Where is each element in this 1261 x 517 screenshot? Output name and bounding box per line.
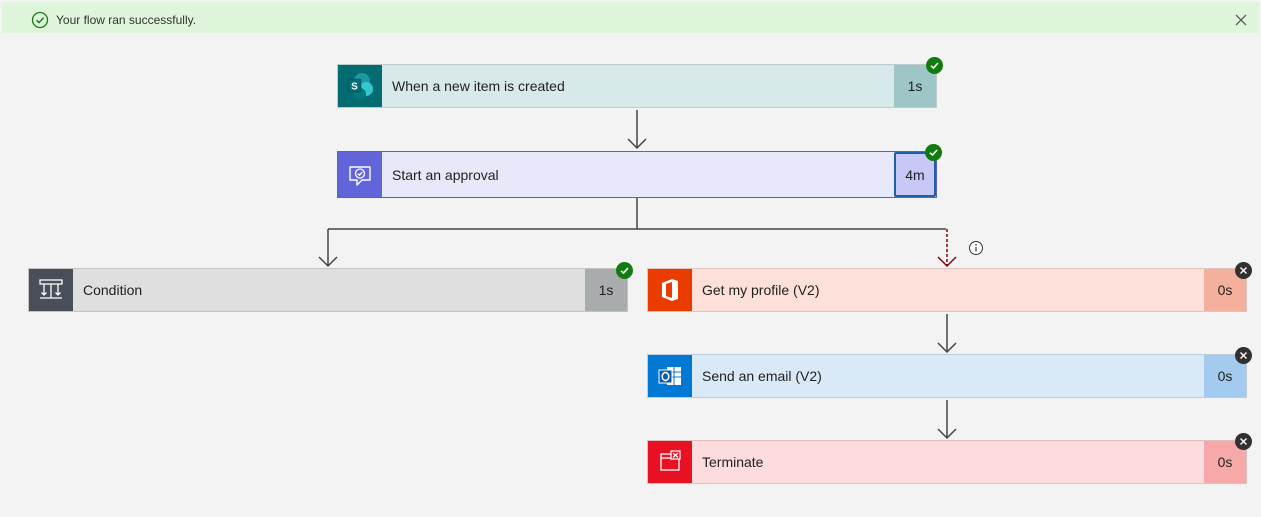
- sharepoint-icon: S: [338, 65, 382, 107]
- step-duration: 1s: [894, 65, 936, 107]
- step-title: Get my profile (V2): [702, 282, 820, 298]
- outlook-icon: [648, 355, 692, 397]
- step-card-condition[interactable]: Condition 1s: [28, 268, 628, 312]
- step-title: Send an email (V2): [702, 368, 822, 384]
- skipped-x-icon: [1235, 433, 1252, 450]
- step-title: Start an approval: [392, 166, 499, 183]
- banner-message: Your flow ran successfully.: [56, 13, 197, 27]
- success-banner: Your flow ran successfully.: [2, 2, 1259, 33]
- terminate-icon: [648, 441, 692, 483]
- condition-icon: [29, 269, 73, 311]
- skipped-x-icon: [1235, 262, 1252, 279]
- step-card-terminate[interactable]: Terminate 0s: [647, 440, 1247, 484]
- office365-icon: [648, 269, 692, 311]
- info-icon[interactable]: [968, 240, 984, 256]
- success-check-icon: [616, 262, 633, 279]
- step-title: When a new item is created: [392, 78, 565, 94]
- success-check-icon: [926, 57, 943, 74]
- step-title: Condition: [83, 282, 143, 298]
- svg-text:S: S: [351, 82, 358, 93]
- skipped-x-icon: [1235, 347, 1252, 364]
- approval-icon: [338, 152, 382, 197]
- close-icon[interactable]: [1233, 12, 1249, 28]
- step-card-get-profile[interactable]: Get my profile (V2) 0s: [647, 268, 1247, 312]
- step-card-send-email[interactable]: Send an email (V2) 0s: [647, 354, 1247, 398]
- step-title: Terminate: [702, 454, 764, 470]
- step-card-trigger[interactable]: S When a new item is created 1s: [337, 64, 937, 108]
- check-circle-icon: [31, 11, 49, 29]
- success-check-icon: [925, 144, 942, 161]
- step-card-approval[interactable]: Start an approval 4m: [337, 151, 937, 198]
